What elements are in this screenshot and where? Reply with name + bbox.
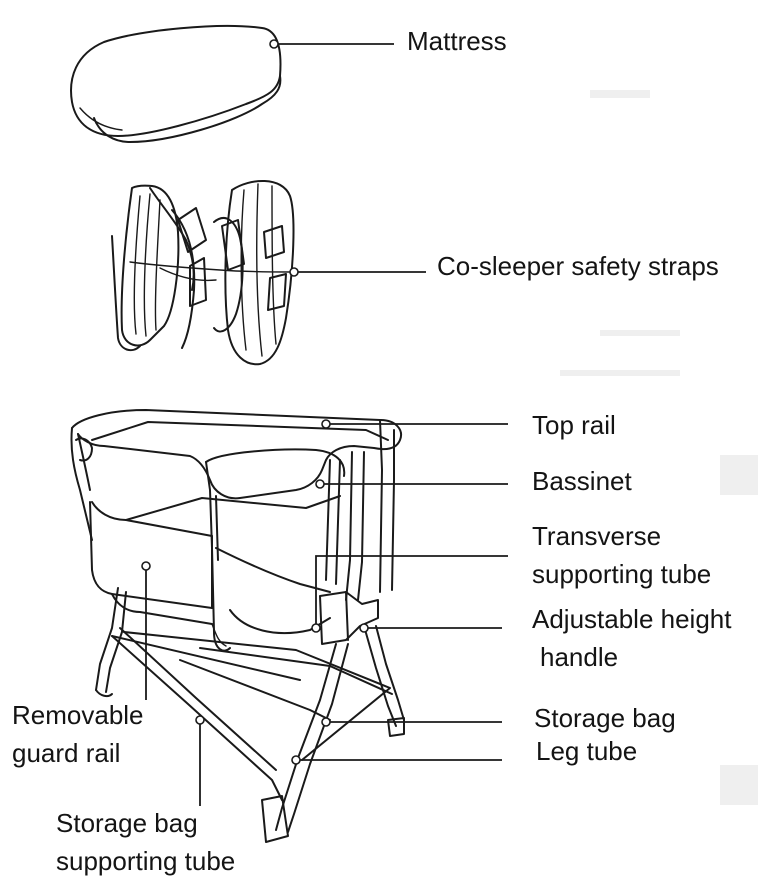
pointer-top-rail — [321, 419, 331, 429]
label-removable-line1: Removable — [12, 700, 144, 730]
label-adjustable-line2: handle — [540, 642, 619, 672]
bassinet-illustration — [70, 409, 405, 843]
label-storage-bag: Storage bag — [534, 703, 676, 733]
leader-lines — [141, 39, 508, 806]
safety-straps-illustration — [111, 179, 295, 366]
label-storage-tube-line1: Storage bag — [56, 808, 198, 838]
pointer-straps — [289, 267, 299, 277]
pointer-adjustable — [359, 623, 369, 633]
pointer-storage-bag — [321, 717, 331, 727]
label-co-sleeper-straps: Co-sleeper safety straps — [437, 251, 719, 281]
label-mattress: Mattress — [407, 26, 507, 56]
label-bassinet: Bassinet — [532, 466, 632, 496]
pointer-mattress — [269, 39, 279, 49]
mattress-illustration — [70, 24, 282, 143]
label-adjustable-line1: Adjustable height — [532, 604, 732, 634]
pointer-removable — [141, 561, 151, 571]
pointer-bassinet — [315, 479, 325, 489]
label-transverse-line1: Transverse — [532, 521, 662, 551]
label-storage-tube-line2: supporting tube — [56, 846, 236, 876]
pointer-leg-tube — [291, 755, 301, 765]
label-transverse-line2: supporting tube — [532, 559, 712, 589]
label-leg-tube: Leg tube — [536, 736, 638, 766]
label-removable-line2: guard rail — [12, 738, 121, 768]
background-show-through — [560, 90, 758, 805]
leader-transverse — [315, 555, 508, 628]
pointer-storage-tube — [195, 715, 205, 725]
pointer-transverse — [311, 623, 321, 633]
label-top-rail: Top rail — [532, 410, 616, 440]
